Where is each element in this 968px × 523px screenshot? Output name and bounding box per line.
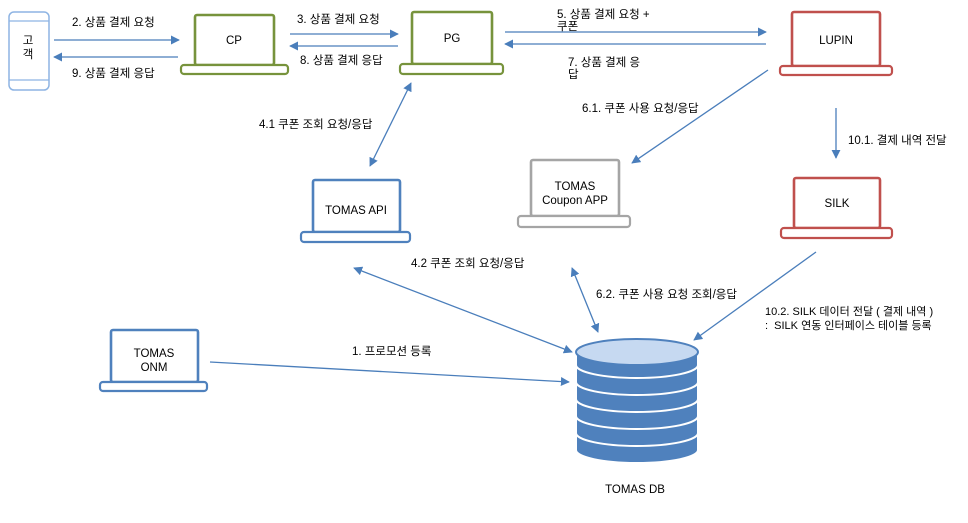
label-step7-line1: 7. 상품 결제 응 — [568, 56, 640, 69]
customer-label-line2: 객 — [23, 48, 34, 61]
customer-node: 고 객 — [8, 11, 50, 91]
tomas-onm-label-line1: TOMAS — [134, 348, 175, 360]
laptop-icon — [778, 10, 894, 77]
label-step2: 2. 상품 결제 요청 — [72, 16, 155, 29]
label-step10-2-line1: 10.2. SILK 데이터 전달 ( 결제 내역 ) — [765, 305, 933, 318]
label-step7-line2: 답 — [568, 68, 579, 81]
pg-node: PG — [398, 10, 505, 76]
arrow-step1 — [209, 361, 570, 387]
tomas-db-label: TOMAS DB — [605, 484, 665, 496]
pg-label: PG — [444, 33, 461, 45]
lupin-label: LUPIN — [819, 35, 853, 47]
laptop-icon — [299, 178, 412, 244]
label-step3: 3. 상품 결제 요청 — [297, 13, 380, 26]
coupon-app-label-line1: TOMAS — [555, 181, 596, 193]
label-step6-1: 6.1. 쿠폰 사용 요청/응답 — [582, 102, 699, 115]
lupin-node: LUPIN — [778, 10, 894, 77]
tomas-onm-label-line2: ONM — [141, 362, 168, 374]
silk-label: SILK — [825, 198, 850, 210]
label-step6-2: 6.2. 쿠폰 사용 요청 조회/응답 — [596, 288, 737, 301]
label-step4-2: 4.2 쿠폰 조회 요청/응답 — [411, 257, 525, 270]
phone-icon — [8, 11, 50, 91]
arrow-step4-1 — [369, 82, 412, 167]
laptop-icon — [98, 328, 209, 393]
label-step10-2-line2: : SILK 연동 인터페이스 테이블 등록 — [765, 319, 932, 332]
tomas-onm-node: TOMAS ONM — [98, 328, 209, 393]
customer-label-line1: 고 — [23, 35, 34, 47]
label-step10-1: 10.1. 결제 내역 전달 — [848, 133, 947, 147]
coupon-app-node: TOMAS Coupon APP — [516, 158, 632, 229]
laptop-icon — [516, 158, 632, 229]
label-step5-line2: 쿠폰 — [557, 21, 578, 33]
database-top — [575, 338, 699, 366]
laptop-icon — [398, 10, 505, 76]
silk-node: SILK — [779, 176, 894, 240]
label-step4-1: 4.1 쿠폰 조회 요청/응답 — [259, 118, 373, 131]
tomas-db-node: TOMAS DB — [575, 338, 699, 496]
label-step1: 1. 프로모션 등록 — [352, 345, 431, 358]
arrow-step10-2 — [693, 251, 817, 341]
arrow-step6-1 — [631, 69, 769, 164]
label-step9: 9. 상품 결제 응답 — [72, 67, 155, 80]
coupon-app-label-line2: Coupon APP — [542, 195, 608, 207]
edge-labels: 2. 상품 결제 요청 9. 상품 결제 응답 3. 상품 결제 요청 8. 상… — [72, 8, 947, 358]
label-step5-line1: 5. 상품 결제 요청 + — [557, 8, 650, 21]
laptop-icon — [179, 13, 290, 76]
cp-node: CP — [179, 13, 290, 76]
tomas-api-node: TOMAS API — [299, 178, 412, 244]
label-step8: 8. 상품 결제 응답 — [300, 54, 383, 67]
database-icon — [575, 338, 699, 464]
edges — [53, 27, 841, 387]
arrow-step6-2 — [570, 267, 600, 333]
arrow-step4-2 — [353, 266, 573, 354]
laptop-icon — [779, 176, 894, 240]
tomas-api-label: TOMAS API — [325, 205, 387, 217]
cp-label: CP — [226, 35, 242, 47]
